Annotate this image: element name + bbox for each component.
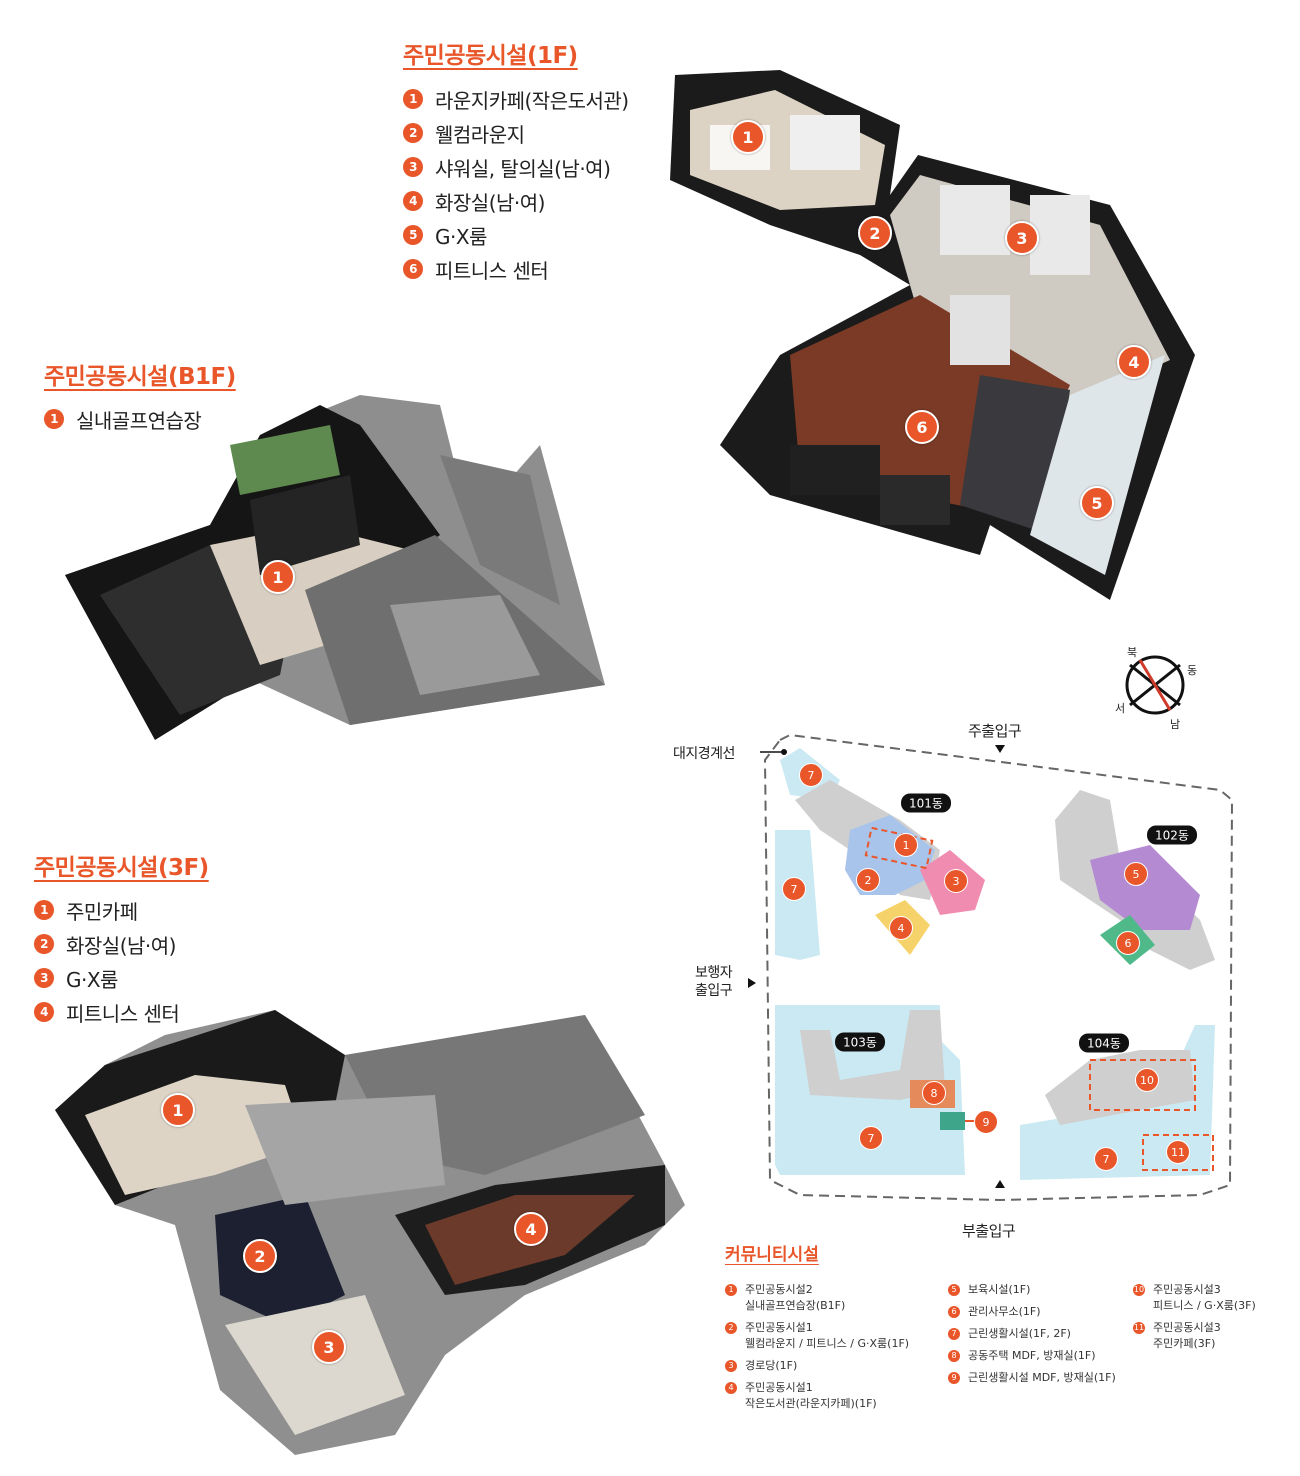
compass-icon (1125, 655, 1185, 715)
building-101-tag: 101동 (901, 793, 951, 813)
floorplan-3f: 1 2 3 4 (45, 995, 685, 1465)
marker-3f-2: 2 (243, 1239, 277, 1273)
site-marker-1: 1 (894, 833, 918, 857)
title-1f: 주민공동시설(1F) (403, 43, 578, 69)
marker-1f-4: 4 (1117, 345, 1151, 379)
site-marker-2: 2 (856, 868, 880, 892)
boundary-label: 대지경계선 (673, 746, 735, 762)
compass-north: 북 (1127, 646, 1137, 659)
sub-entrance-label: 부출입구 (962, 1222, 1016, 1240)
site-marker-7d: 7 (1094, 1147, 1118, 1171)
site-marker-4: 4 (889, 916, 913, 940)
compass-east: 동 (1187, 664, 1197, 677)
site-marker-7c: 7 (859, 1126, 883, 1150)
site-marker-7b: 7 (782, 877, 806, 901)
compass-south: 남 (1170, 718, 1180, 731)
title-3f: 주민공동시설(3F) (34, 855, 209, 881)
floorplan-1f: 1 2 3 4 5 6 (650, 55, 1210, 615)
floorplan-b1f: 1 (60, 365, 620, 755)
marker-1f-6: 6 (905, 410, 939, 444)
title-b1f: 주민공동시설(B1F) (44, 364, 236, 390)
main-entrance-label: 주출입구 (968, 722, 1022, 740)
marker-1f-5: 5 (1080, 486, 1114, 520)
site-marker-6: 6 (1116, 931, 1140, 955)
site-marker-8: 8 (922, 1081, 946, 1105)
marker-3f-4: 4 (514, 1212, 548, 1246)
building-103-tag: 103동 (835, 1032, 885, 1052)
marker-1f-1: 1 (731, 120, 765, 154)
site-marker-9: 9 (974, 1110, 998, 1134)
site-marker-3: 3 (944, 869, 968, 893)
marker-1f-3: 3 (1005, 221, 1039, 255)
site-marker-11: 11 (1166, 1140, 1190, 1164)
site-marker-5: 5 (1124, 862, 1148, 886)
marker-1f-2: 2 (858, 216, 892, 250)
compass-west: 서 (1115, 702, 1125, 715)
pedestrian-entrance-label: 보행자 출입구 (695, 965, 733, 999)
community-title: 커뮤니티시설 (725, 1245, 819, 1265)
site-marker-7a: 7 (799, 763, 823, 787)
marker-b1f-1: 1 (261, 560, 295, 594)
marker-3f-3: 3 (312, 1330, 346, 1364)
marker-3f-1: 1 (161, 1093, 195, 1127)
site-marker-10: 10 (1135, 1068, 1159, 1092)
building-104-tag: 104동 (1079, 1033, 1129, 1053)
building-102-tag: 102동 (1147, 825, 1197, 845)
